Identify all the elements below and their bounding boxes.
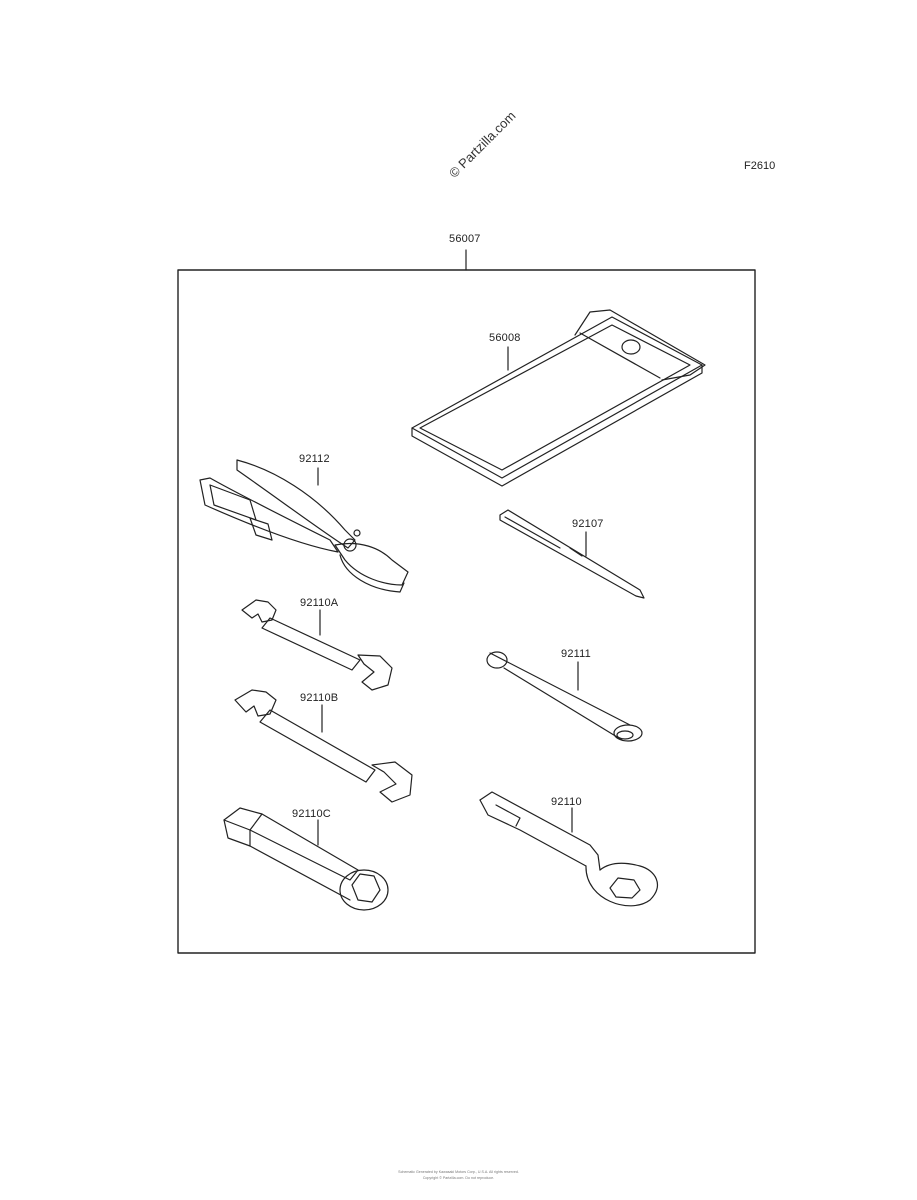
- figure-code: F2610: [744, 160, 776, 172]
- part-label-56008[interactable]: 56008: [489, 332, 521, 344]
- tool-bag-drawing: [411, 309, 706, 487]
- pliers-drawing: [199, 459, 409, 593]
- ring-spanner-drawing: [479, 791, 658, 907]
- small-wrench-drawing: [241, 599, 393, 691]
- tube-drawing: [486, 651, 643, 742]
- footer-line-1: Schematic Generated by Kawasaki Motors C…: [398, 1170, 519, 1174]
- part-label-92110[interactable]: 92110: [551, 796, 582, 808]
- footer-line-2: Copyright © Partzilla.com. Do not reprod…: [422, 1176, 495, 1180]
- screwdriver-drawing: [499, 509, 645, 599]
- part-label-92110C[interactable]: 92110C: [292, 808, 331, 820]
- part-label-92107[interactable]: 92107: [572, 518, 604, 530]
- assembly-frame: [177, 269, 756, 954]
- part-label-92112[interactable]: 92112: [299, 453, 330, 465]
- box-wrench-drawing: [223, 807, 389, 911]
- part-label-56007[interactable]: 56007: [449, 233, 481, 245]
- part-label-92110A[interactable]: 92110A: [300, 597, 339, 609]
- part-label-92111[interactable]: 92111: [561, 648, 591, 660]
- large-wrench-drawing: [234, 689, 413, 803]
- part-label-92110B[interactable]: 92110B: [300, 692, 339, 704]
